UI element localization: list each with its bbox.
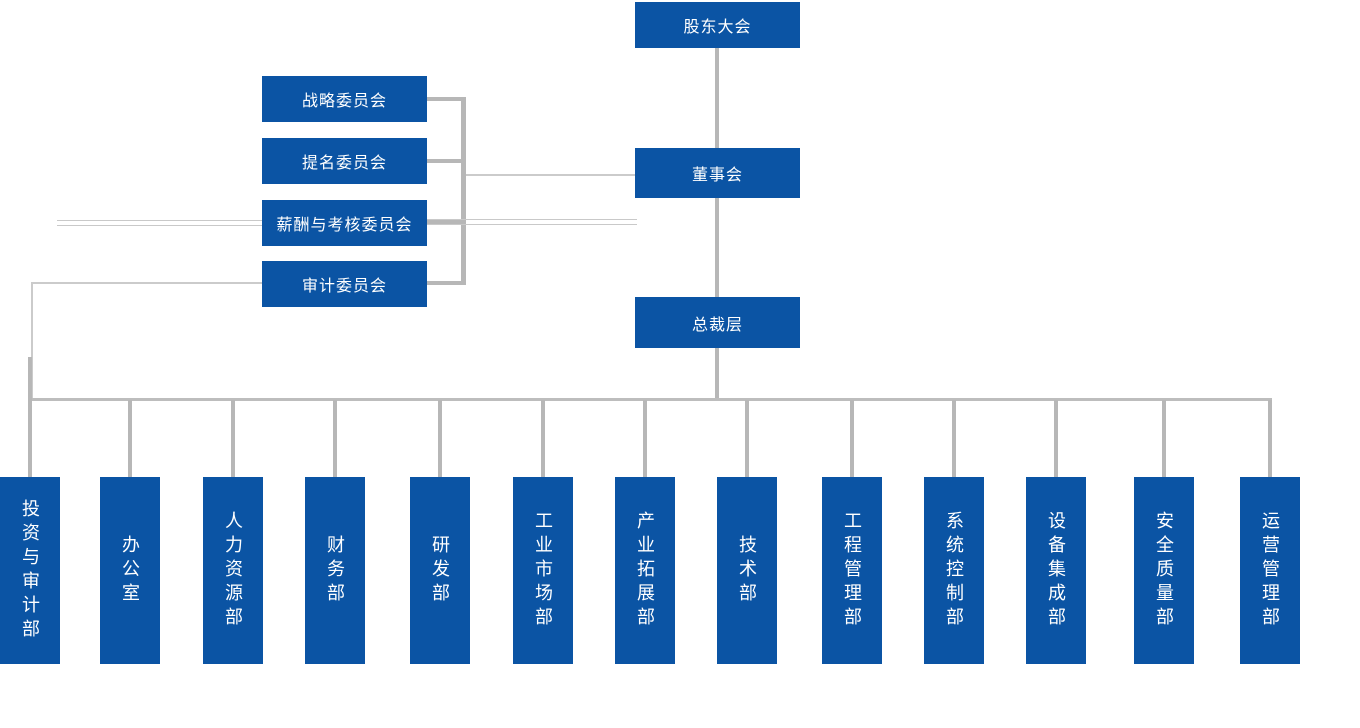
node-dept-system-control: 系统控制部 (924, 477, 984, 664)
node-dept-rd: 研发部 (410, 477, 470, 664)
remuneration-line-right (427, 219, 637, 225)
node-label: 设备集成部 (1046, 510, 1066, 631)
node-president-level: 总裁层 (635, 297, 800, 348)
drop-dept-technology (745, 400, 749, 478)
drop-dept-industrial-market (541, 400, 545, 478)
node-label: 财务部 (325, 534, 345, 607)
drop-dept-safety-quality (1162, 400, 1166, 478)
audit-line-left (31, 282, 262, 284)
stub-committee-nomination (427, 159, 463, 163)
stub-committee-remuneration (427, 220, 463, 224)
drop-dept-operations-mgmt (1268, 400, 1272, 478)
node-committee-remuneration-appraisal: 薪酬与考核委员会 (262, 200, 427, 246)
drop-dept-industry-expansion (643, 400, 647, 478)
node-label: 总裁层 (691, 316, 743, 334)
drop-dept-office (128, 400, 132, 478)
connector-president-to-bus (715, 348, 719, 400)
drop-dept-equipment-integration (1054, 400, 1058, 478)
drop-dept-investment-audit (28, 357, 32, 478)
node-dept-industrial-market: 工业市场部 (513, 477, 573, 664)
drop-dept-engineering-mgmt (850, 400, 854, 478)
node-label: 运营管理部 (1260, 510, 1280, 631)
node-label: 董事会 (691, 167, 743, 184)
node-dept-engineering-mgmt: 工程管理部 (822, 477, 882, 664)
audit-line-vertical (31, 282, 33, 400)
committee-spine (461, 97, 466, 285)
node-label: 工业市场部 (533, 510, 553, 631)
connector-shareholders-to-board (715, 48, 719, 148)
stub-committee-strategy (427, 97, 463, 101)
node-shareholders-meeting: 股东大会 (635, 2, 800, 48)
drop-dept-system-control (952, 400, 956, 478)
remuneration-line-left (57, 220, 262, 226)
connector-committees-to-board (466, 174, 635, 176)
node-dept-office: 办公室 (100, 477, 160, 664)
node-dept-safety-quality: 安全质量部 (1134, 477, 1194, 664)
node-dept-investment-audit: 投资与审计部 (0, 477, 60, 664)
stub-committee-audit (427, 281, 463, 285)
node-label: 技术部 (737, 534, 757, 607)
node-label: 薪酬与考核委员会 (276, 217, 413, 234)
node-dept-industry-expansion: 产业拓展部 (615, 477, 675, 664)
node-committee-strategy: 战略委员会 (262, 76, 427, 122)
node-dept-hr: 人力资源部 (203, 477, 263, 664)
node-label: 安全质量部 (1154, 510, 1174, 631)
connector-board-to-president (715, 198, 719, 297)
node-label: 战略委员会 (301, 93, 387, 110)
node-label: 办公室 (120, 534, 140, 607)
node-label: 工程管理部 (842, 510, 862, 631)
node-label: 投资与审计部 (20, 498, 40, 643)
drop-dept-finance (333, 400, 337, 478)
node-label: 产业拓展部 (635, 510, 655, 631)
node-label: 审计委员会 (301, 278, 387, 295)
node-label: 提名委员会 (301, 155, 387, 172)
node-dept-operations-mgmt: 运营管理部 (1240, 477, 1300, 664)
node-committee-audit: 审计委员会 (262, 261, 427, 307)
node-label: 研发部 (430, 534, 450, 607)
node-dept-equipment-integration: 设备集成部 (1026, 477, 1086, 664)
node-board-of-directors: 董事会 (635, 148, 800, 198)
node-committee-nomination: 提名委员会 (262, 138, 427, 184)
drop-dept-rd (438, 400, 442, 478)
node-dept-finance: 财务部 (305, 477, 365, 664)
node-label: 人力资源部 (223, 510, 243, 631)
drop-dept-hr (231, 400, 235, 478)
node-label: 系统控制部 (944, 510, 964, 631)
node-label: 股东大会 (683, 19, 752, 36)
department-bus-line (29, 398, 1272, 401)
node-dept-technology: 技术部 (717, 477, 777, 664)
